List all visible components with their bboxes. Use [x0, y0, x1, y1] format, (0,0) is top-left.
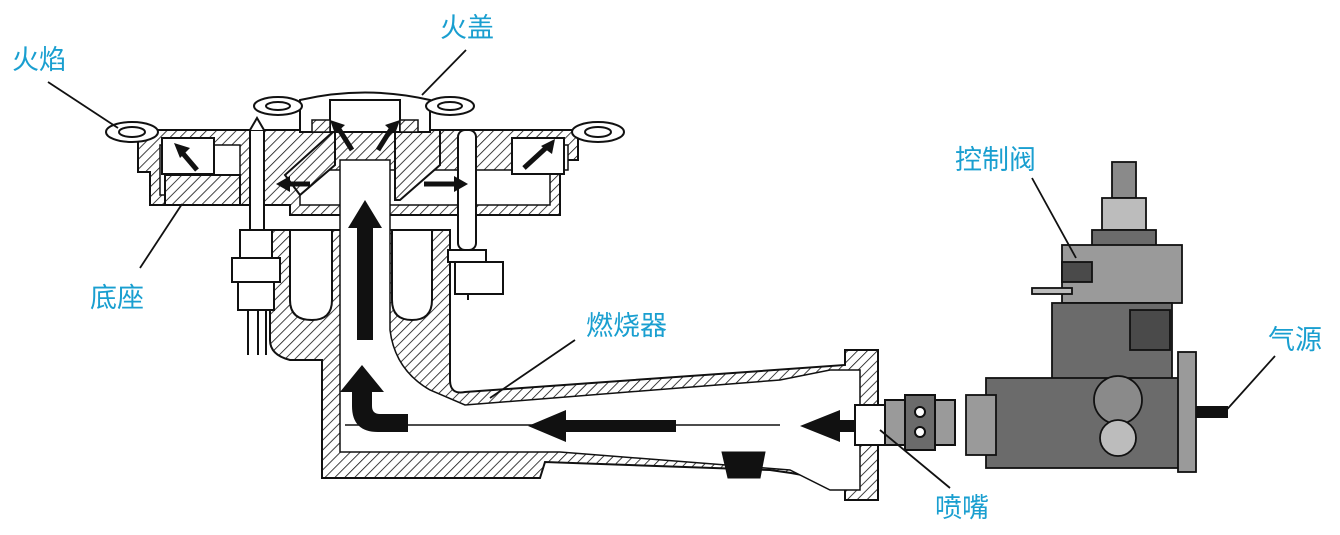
leader-gas-source	[1221, 355, 1276, 416]
label-nozzle: 喷嘴	[935, 493, 989, 524]
burner-foot	[721, 451, 766, 479]
label-base: 底座	[90, 283, 144, 314]
nozzle	[854, 394, 956, 451]
flame-petals	[105, 96, 625, 143]
label-gas-source: 气源	[1268, 325, 1322, 356]
label-flame: 火焰	[12, 45, 66, 76]
thermocouple	[447, 129, 504, 300]
label-cap: 火盖	[440, 13, 494, 44]
leader-base	[139, 203, 183, 269]
leader-cap	[421, 49, 467, 96]
control-valve	[965, 161, 1197, 473]
label-control-valve: 控制阀	[955, 145, 1036, 176]
leader-control-valve	[1031, 177, 1077, 259]
leader-flame	[47, 81, 119, 129]
leader-lines	[47, 49, 1276, 489]
burner-cap	[299, 91, 431, 133]
label-burner: 燃烧器	[586, 311, 667, 342]
leader-burner	[489, 339, 576, 399]
leader-nozzle	[879, 429, 951, 489]
igniter	[231, 116, 281, 355]
burner-base	[164, 174, 241, 206]
